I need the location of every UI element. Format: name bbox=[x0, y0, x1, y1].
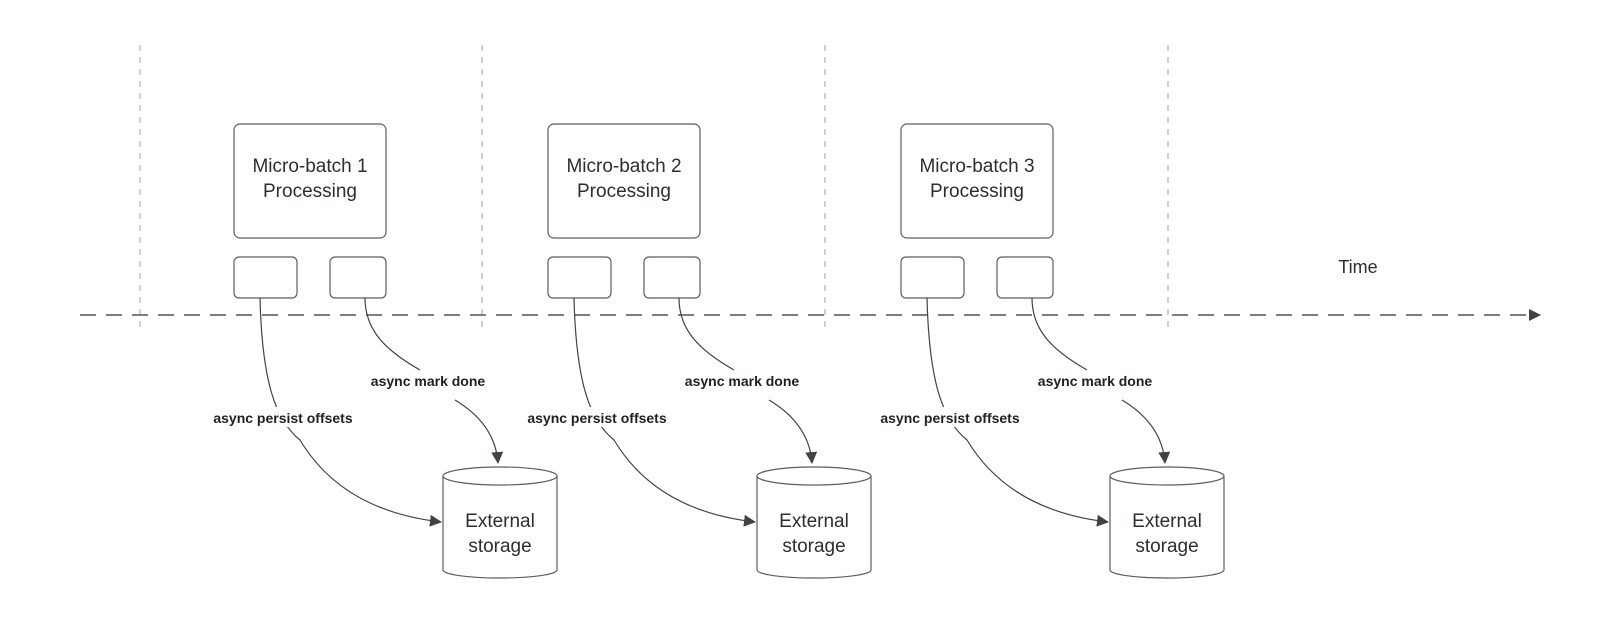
persist-offsets-arrow bbox=[926, 297, 1109, 527]
processing-title: Micro-batch 2 bbox=[566, 156, 681, 177]
processing-subtitle: Processing bbox=[577, 181, 671, 202]
mark-done-arrow bbox=[364, 297, 498, 463]
mark-done-label: async mark done bbox=[685, 373, 800, 389]
mark-done-task bbox=[329, 256, 387, 299]
persist-offsets-label: async persist offsets bbox=[527, 410, 666, 426]
mark-done-arrow bbox=[678, 297, 812, 463]
storage-label-line1: External bbox=[465, 511, 535, 532]
mark-done-label: async mark done bbox=[1038, 373, 1153, 389]
persist-offsets-task bbox=[233, 256, 298, 299]
processing-subtitle: Processing bbox=[930, 181, 1024, 202]
mark-done-task bbox=[996, 256, 1054, 299]
storage-label-line1: External bbox=[1132, 511, 1202, 532]
mark-done-arrow bbox=[1031, 297, 1165, 463]
persist-offsets-label: async persist offsets bbox=[213, 410, 352, 426]
storage-label-line2: storage bbox=[782, 536, 845, 557]
processing-box bbox=[233, 123, 387, 239]
processing-title: Micro-batch 3 bbox=[919, 156, 1034, 177]
mark-done-label: async mark done bbox=[371, 373, 486, 389]
storage-label-line1: External bbox=[779, 511, 849, 532]
persist-offsets-label: async persist offsets bbox=[880, 410, 1019, 426]
time-label: Time bbox=[1338, 257, 1377, 277]
processing-box bbox=[547, 123, 701, 239]
storage-label-line2: storage bbox=[468, 536, 531, 557]
processing-box bbox=[900, 123, 1054, 239]
processing-title: Micro-batch 1 bbox=[252, 156, 367, 177]
mark-done-task bbox=[643, 256, 701, 299]
persist-offsets-arrow bbox=[259, 297, 442, 527]
processing-subtitle: Processing bbox=[263, 181, 357, 202]
persist-offsets-arrow bbox=[573, 297, 756, 527]
persist-offsets-task bbox=[900, 256, 965, 299]
persist-offsets-task bbox=[547, 256, 612, 299]
storage-label-line2: storage bbox=[1135, 536, 1198, 557]
